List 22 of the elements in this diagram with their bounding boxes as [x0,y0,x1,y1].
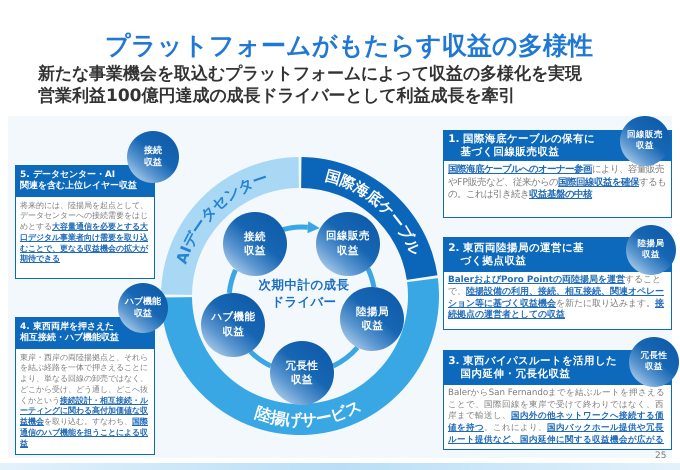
page-title: プラットフォームがもたらす収益の多様性 [105,31,593,61]
panel-text: 将来的には、陸揚局を起点として、データセンターへの接続需要をはじめとする大容量通信を必要とする大口デジタル事業者向け需要を取り込むことで、更なる収益機会の拡大が期待できる [19,198,150,266]
panel-heading: 5. データセンター・AI関連を含む上位レイヤー収益 [16,166,154,196]
panel-text: BalerおよびPoro Pointの両陸揚局を運営することで、陸揚設備の利用、接続、相互接続、関連オペレーション等に基づく収益機会を新たに取り込みます。接続拠点の運営者としての収益 [446,273,665,322]
info-panel [443,350,672,450]
panel-text: BalerからSan Fernandoまでを結ぶルートを押さえることで、国際回線を東岸で受けて終わりではなく、西岸まで輸送し、国内外の他ネットワークへ接続する価値を持つ。これにより、国内バックホール提供や冗長ルート提供など、国内延伸に関する収益機会が広がる [447,387,666,446]
arrow [282,221,320,234]
subtitle-text: 新たな事業機会を取込むプラットフォームによって収益の多様化を実現 [38,64,582,84]
info-panel [443,237,672,330]
subtitle-text: 営業利益100億円達成の成長ドライバーとして利益成長を牽引 [38,86,516,106]
connector-line [366,268,376,288]
info-panel [15,165,155,279]
connector-line [226,268,238,294]
connector-line [248,350,272,368]
info-panel [443,130,672,218]
panel-heading: 4. 東西両岸を押さえた相互接続・ハブ機能収益 [16,318,154,348]
panel-text: 東岸・西岸の両陸揚拠点と、それらを結ぶ経路を一体で押さえることにより、単なる回線の卸売ではなく、どこから受け、どう通し、どこへ抜くかという接続設計・相互接続・ルーティングに関わる高付加価値な収益機会を取り込む。すなわち、国際通信のハブ機能を担うことによる収益 [19,350,149,450]
connector-line [332,346,360,368]
ring-segment [161,278,439,435]
ring-segment [161,157,299,295]
page-number: 25 [655,452,666,461]
info-panel [15,317,155,455]
